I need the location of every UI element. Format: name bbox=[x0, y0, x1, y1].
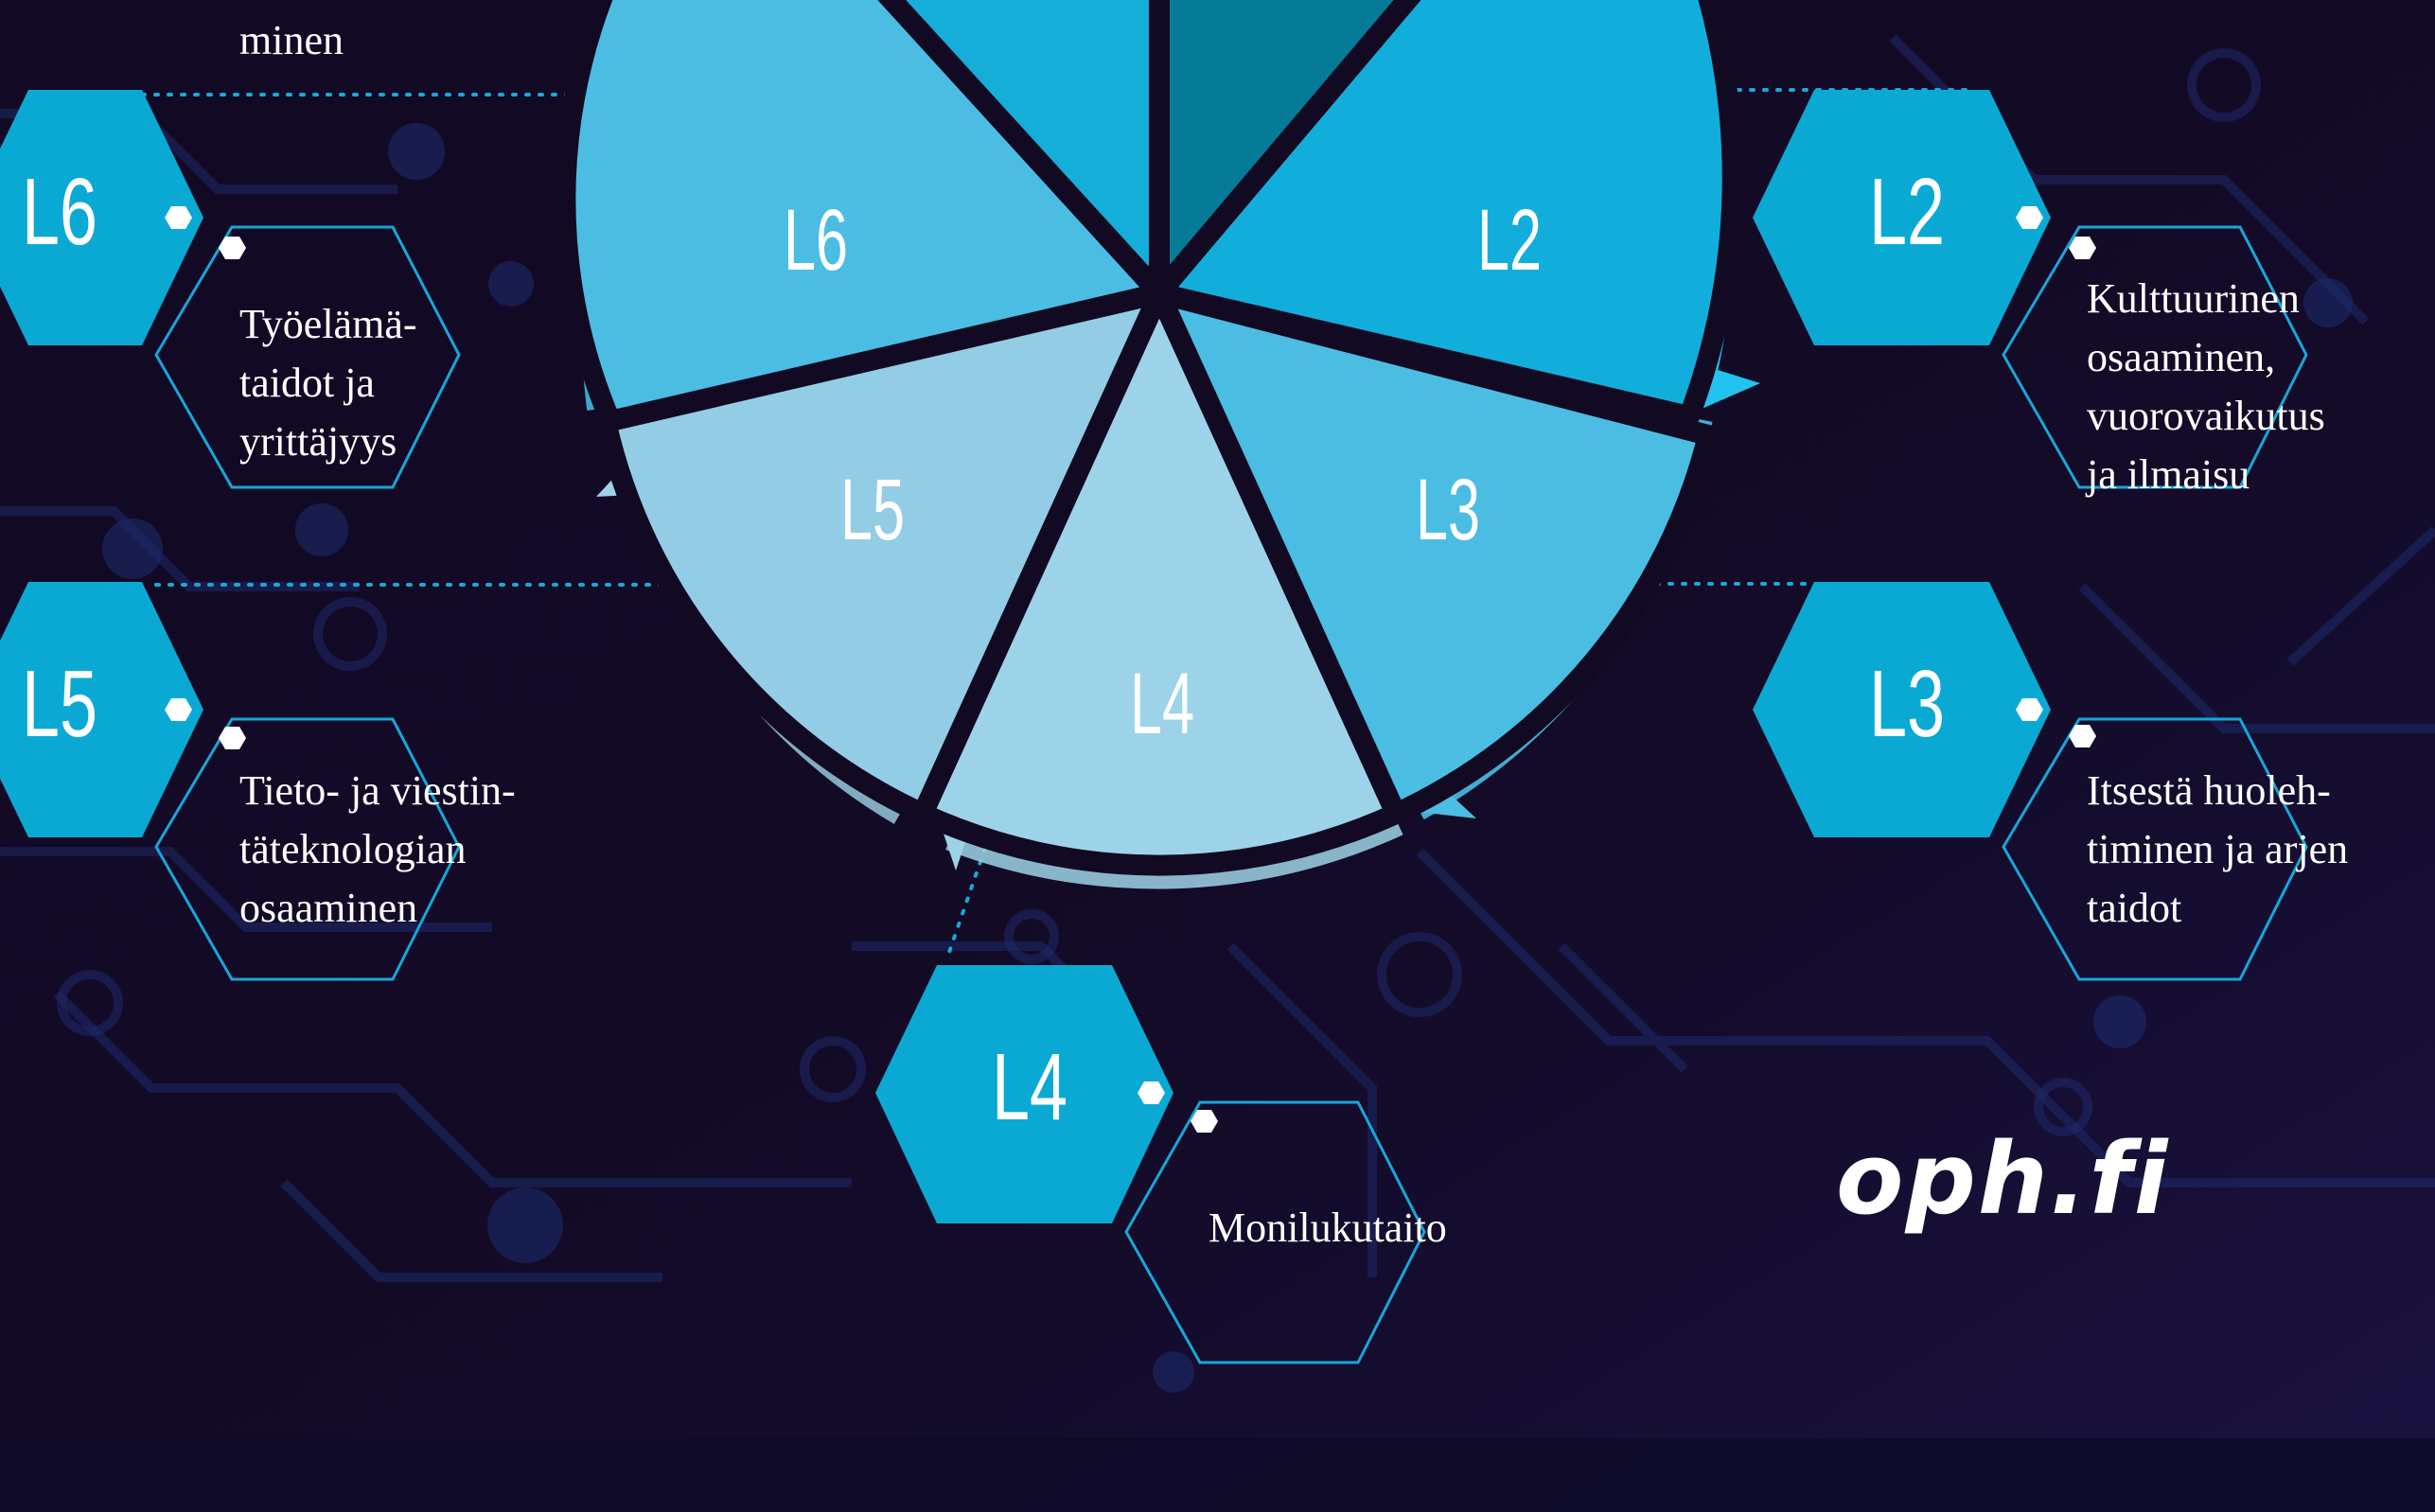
hex-l2-filled bbox=[1753, 90, 2051, 345]
wheel bbox=[555, 0, 1743, 876]
hex-text-l4: Monilukutaito bbox=[1209, 1204, 1447, 1251]
hex-label-l4: L4 bbox=[992, 1034, 1068, 1140]
wheel-segment-l6 bbox=[555, 0, 1170, 431]
hex-text-l6: Työelämä- taidot ja yrittäjyys bbox=[239, 301, 417, 465]
hex-l5-dot bbox=[165, 698, 192, 721]
wheel-label-l6: L6 bbox=[784, 192, 848, 289]
hex-label-l6: L6 bbox=[22, 159, 97, 265]
hex-l2-dot-2 bbox=[2069, 237, 2096, 259]
hex-l3-dot-2 bbox=[2069, 725, 2096, 747]
wheel-label-l5: L5 bbox=[840, 462, 905, 558]
wheel-segment-l2 bbox=[1149, 0, 1743, 427]
hex-l5-dot-2 bbox=[219, 727, 246, 749]
hex-l6-dot-2 bbox=[219, 237, 246, 259]
hex-l3-dot bbox=[2016, 698, 2043, 721]
hex-l2-dot bbox=[2016, 206, 2043, 229]
hex-text-l2: Kulttuurinen osaaminen, vuorovaikutus ja… bbox=[2087, 275, 2325, 498]
hex-l6-outline bbox=[154, 225, 461, 489]
oph-logo: oph.fi bbox=[1836, 1121, 2170, 1237]
hex-l4-dot-2 bbox=[1191, 1110, 1218, 1133]
hex-l5-outline bbox=[154, 717, 461, 981]
wheel-segment-l3 bbox=[1149, 283, 1719, 824]
wheel-label-l4: L4 bbox=[1130, 656, 1194, 752]
hexagons bbox=[0, 90, 2308, 1364]
hex-l3-filled bbox=[1753, 582, 2051, 837]
hex-l5-filled bbox=[0, 582, 203, 837]
hex-text-l3: Itsestä huoleh- timinen ja arjen taidot bbox=[2087, 767, 2349, 931]
hex-l2-outline bbox=[2002, 225, 2308, 489]
hex-l6-dot bbox=[165, 206, 192, 229]
hex-label-l2: L2 bbox=[1869, 159, 1945, 265]
wheel-segment-l7 bbox=[877, 0, 1170, 304]
hex-l4-dot bbox=[1138, 1081, 1165, 1104]
wheel-label-l2: L2 bbox=[1477, 192, 1542, 289]
hex-l6-filled bbox=[0, 90, 203, 345]
wheel-label-l3: L3 bbox=[1416, 462, 1480, 558]
hex-text-l5: Tieto- ja viestin- täteknologian osaamin… bbox=[239, 767, 516, 931]
hex-l4-outline bbox=[1124, 1100, 1426, 1364]
partial-top-text: minen bbox=[239, 17, 344, 63]
hex-label-l3: L3 bbox=[1869, 651, 1945, 757]
wheel-segment-l4 bbox=[912, 283, 1406, 876]
wheel-segment-l5 bbox=[595, 283, 1170, 824]
hex-l4-filled bbox=[875, 965, 1173, 1223]
hex-label-l5: L5 bbox=[22, 651, 97, 757]
hex-l3-outline bbox=[2002, 717, 2308, 981]
bottom-band bbox=[0, 1438, 2435, 1512]
